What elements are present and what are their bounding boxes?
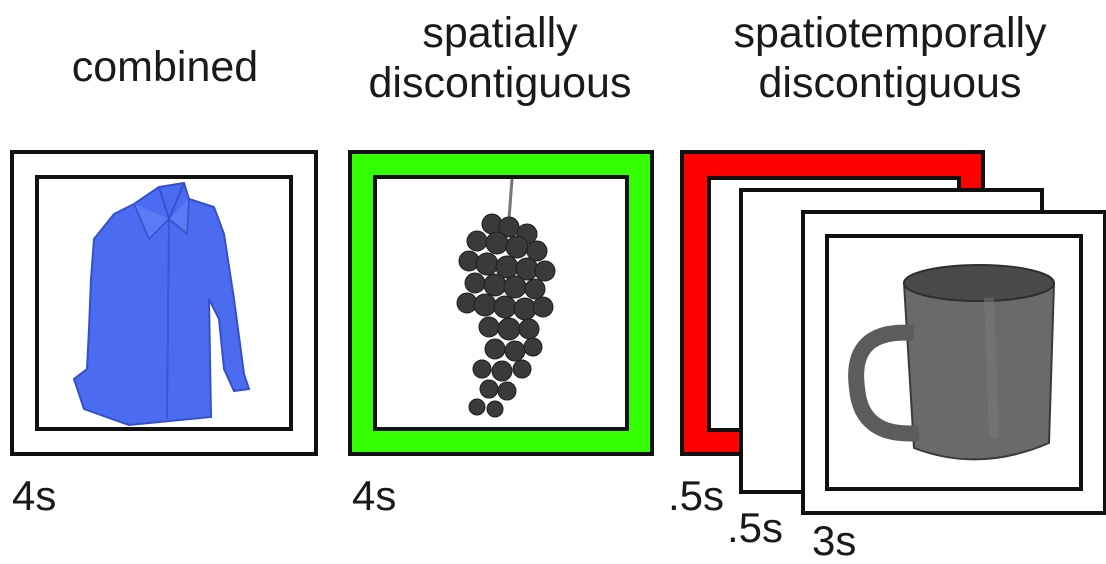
heading-spatially-line1: spatially (422, 9, 578, 57)
heading-spatiotemporally: spatiotemporally discontiguous (690, 8, 1090, 108)
temporal-duration-mug: 3s (812, 517, 857, 564)
temporal-duration-blank: .5s (727, 504, 784, 551)
spatial-inner-frame (373, 175, 629, 431)
combined-duration: 4s (12, 472, 57, 519)
temporal-duration-red: .5s (668, 472, 725, 519)
spatial-frame (348, 150, 654, 456)
mug-image (848, 264, 1056, 461)
temporal-mug-inner-frame (825, 234, 1083, 491)
combined-frame (10, 150, 318, 456)
heading-spatially: spatially discontiguous (340, 8, 660, 108)
shirt-icon (72, 181, 251, 427)
heading-spatially-line2: discontiguous (368, 59, 632, 107)
grapes-icon (456, 179, 556, 418)
mug-icon (848, 264, 1056, 461)
combined-inner-frame (35, 175, 293, 431)
heading-combined: combined (40, 42, 290, 92)
grapes-image (456, 179, 556, 418)
shirt-image (72, 181, 251, 427)
heading-combined-line1: combined (71, 43, 259, 91)
heading-spatiotemporally-line2: discontiguous (758, 59, 1022, 107)
heading-spatiotemporally-line1: spatiotemporally (733, 9, 1047, 57)
temporal-frame-mug (801, 210, 1106, 515)
spatial-duration: 4s (352, 472, 397, 519)
